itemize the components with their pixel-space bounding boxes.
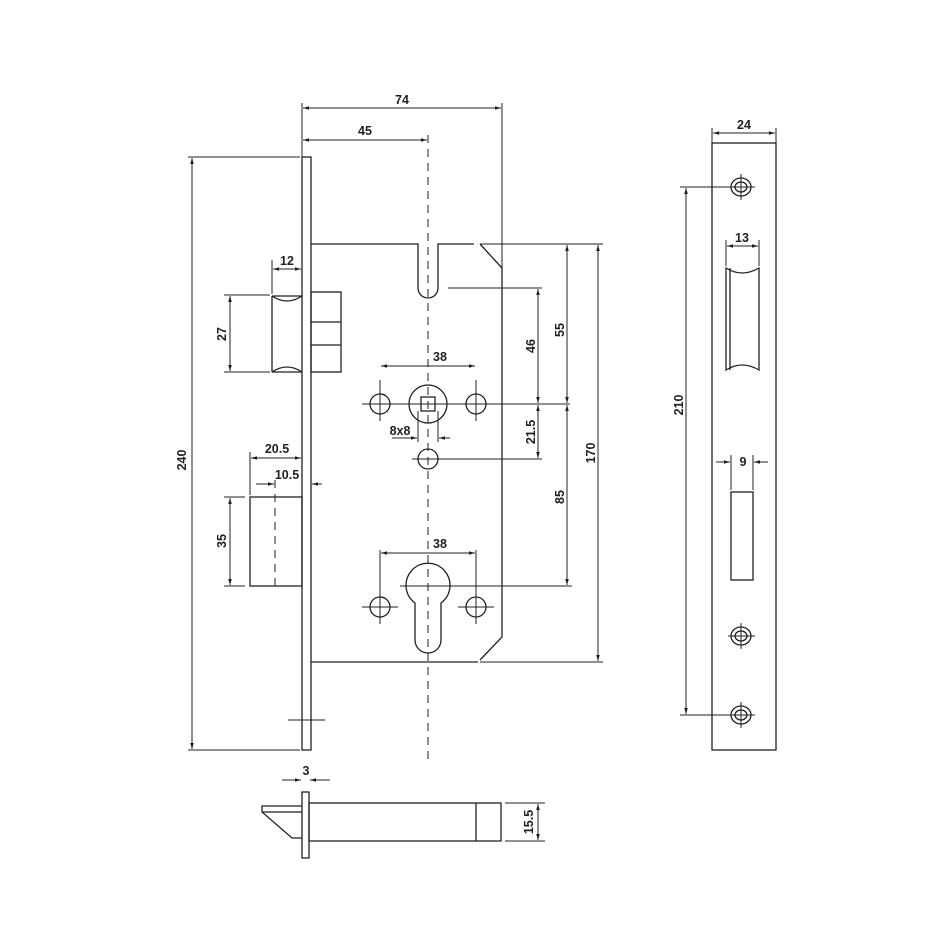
label-3: 3 [303, 764, 310, 778]
label-27: 27 [215, 327, 229, 341]
label-20-5: 20.5 [265, 442, 289, 456]
label-24: 24 [737, 118, 751, 132]
label-240: 240 [175, 450, 189, 471]
bolt-slot [730, 491, 754, 581]
label-10-5: 10.5 [275, 468, 299, 482]
latch-bolt [271, 295, 303, 373]
spindle-hub [408, 384, 448, 424]
label-46: 46 [524, 339, 538, 353]
deadbolt [249, 496, 303, 587]
label-210: 210 [672, 395, 686, 416]
label-12: 12 [280, 254, 294, 268]
front-view: 74 45 240 12 27 38 8x8 [175, 93, 603, 760]
label-74: 74 [395, 93, 409, 107]
label-38-cylinder: 38 [433, 537, 447, 551]
strike-plate-outline [711, 142, 777, 751]
screw-hole [728, 174, 755, 200]
latch-slot [725, 266, 760, 372]
label-21-5: 21.5 [524, 420, 538, 444]
label-55: 55 [553, 323, 567, 337]
cylinder-cutout [405, 562, 451, 654]
lock-case [311, 243, 503, 663]
bottom-body [308, 802, 502, 842]
bottom-view: 3 15.5 [261, 764, 545, 859]
bottom-faceplate [301, 791, 310, 859]
label-35: 35 [215, 534, 229, 548]
label-45: 45 [358, 124, 372, 138]
faceplate [301, 156, 312, 751]
screw-hole [728, 702, 755, 728]
label-13: 13 [735, 231, 749, 245]
bottom-latch [261, 805, 302, 839]
bolt-block [310, 291, 342, 373]
label-170: 170 [584, 443, 598, 464]
strike-plate: 24 210 13 9 [672, 118, 777, 751]
label-85: 85 [553, 490, 567, 504]
label-38-spindle: 38 [433, 350, 447, 364]
label-15-5: 15.5 [522, 810, 536, 834]
label-9: 9 [740, 455, 747, 469]
label-8x8: 8x8 [390, 424, 411, 438]
screw-hole [728, 623, 755, 649]
spindle-square [420, 396, 436, 412]
